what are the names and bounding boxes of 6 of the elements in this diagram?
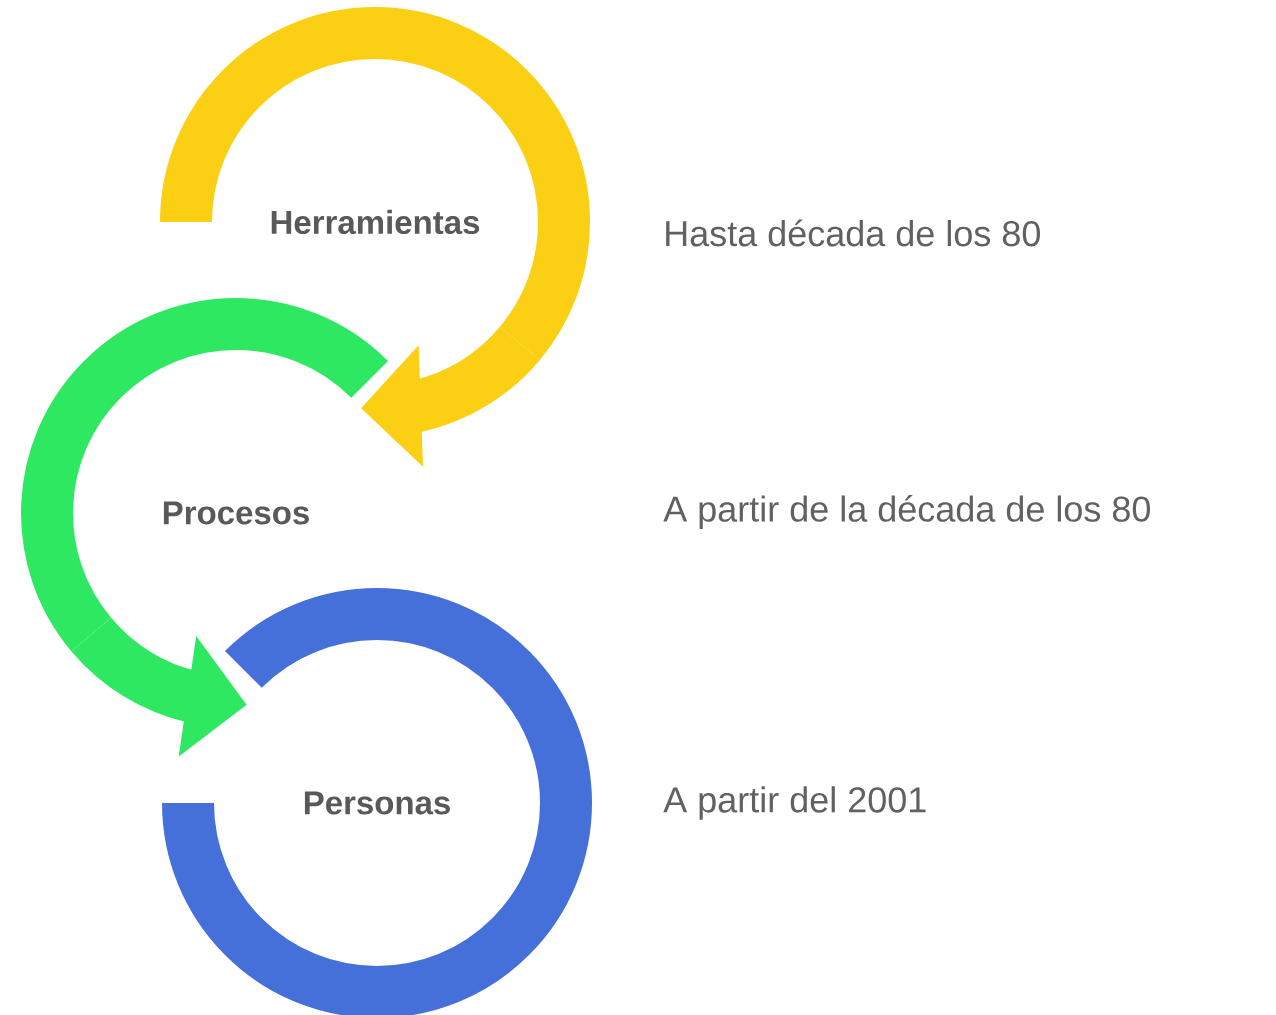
ring: Personas: [162, 588, 592, 1015]
period-label: A partir de la década de los 80: [663, 495, 1150, 529]
ring: Procesos: [21, 298, 387, 650]
period-label: Hasta década de los 80: [666, 219, 1040, 247]
ring: Herramientas: [160, 7, 590, 360]
period-label: A partir del 2001: [663, 786, 926, 820]
